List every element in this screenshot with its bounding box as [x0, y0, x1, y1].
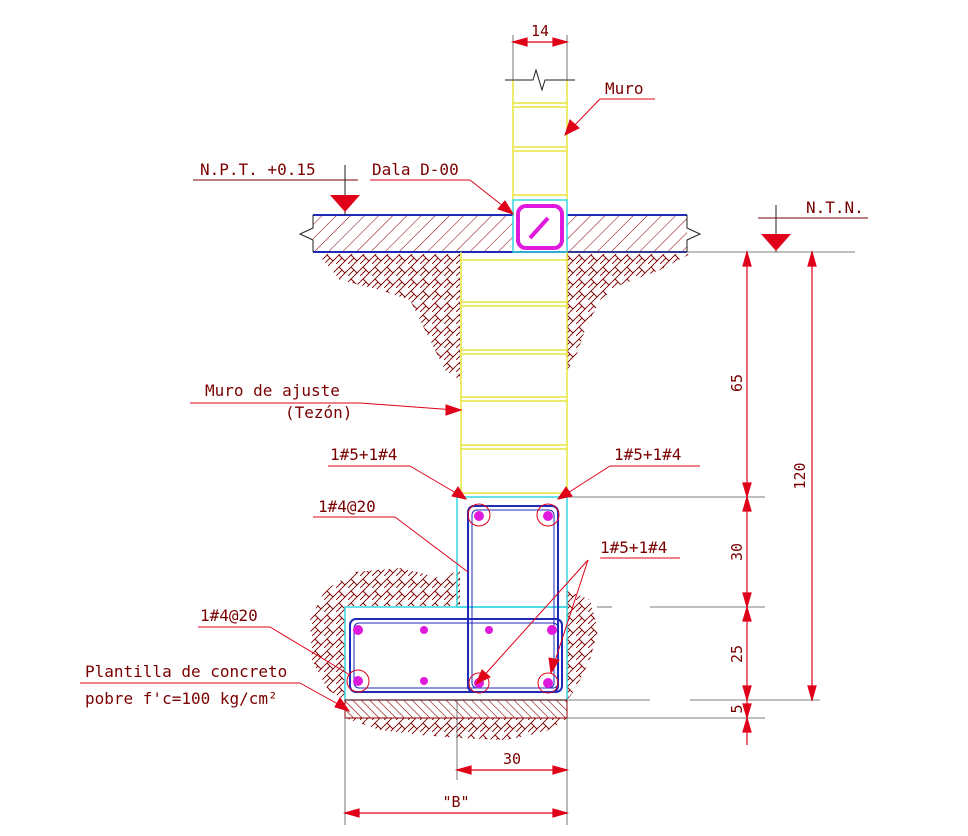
stirrup-lower-label: 1#4@20 [200, 606, 258, 625]
leader-lines [80, 98, 700, 712]
floor-slab [298, 214, 702, 253]
plantilla [344, 699, 568, 719]
muro-label: Muro [605, 79, 644, 98]
dimension-5: 5 [728, 704, 746, 713]
dimension-25: 25 [728, 645, 746, 663]
soil-hatch [310, 254, 690, 740]
rebar-left-label: 1#5+1#4 [330, 445, 397, 464]
muro-ajuste [460, 252, 568, 497]
ntn-level-symbol [758, 205, 868, 252]
dimension-30-horizontal: 30 [503, 750, 521, 768]
npt-label: N.P.T. +0.15 [200, 160, 316, 179]
wall-width-dimension: 14 [531, 22, 549, 40]
muro-wall [505, 68, 575, 200]
plantilla-label-1: Plantilla de concreto [85, 662, 287, 681]
dala-beam [512, 199, 568, 253]
extension-lines [344, 35, 855, 825]
dimension-120: 120 [791, 462, 809, 489]
rebar-right-label: 1#5+1#4 [614, 445, 681, 464]
rebar-bars [346, 503, 560, 694]
muro-ajuste-label: Muro de ajuste [205, 381, 340, 400]
dimension-b: "B" [442, 793, 469, 811]
tezon-label: (Tezón) [285, 403, 352, 422]
npt-level-symbol [193, 165, 360, 215]
rebar-mid-label: 1#5+1#4 [600, 538, 667, 557]
ntn-label: N.T.N. [806, 198, 864, 217]
dimension-30-vertical: 30 [728, 543, 746, 561]
stirrup-upper-label: 1#4@20 [318, 497, 376, 516]
plantilla-label-2: pobre f'c=100 kg/cm² [85, 689, 278, 708]
dimension-65: 65 [728, 374, 746, 392]
dimension-lines [342, 37, 817, 818]
dala-label: Dala D-00 [372, 160, 459, 179]
